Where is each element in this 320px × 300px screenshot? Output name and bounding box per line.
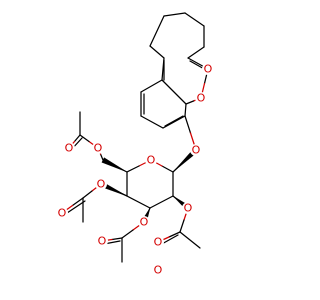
single-bond [161, 165, 174, 173]
glycosidic-oxygen: O [190, 144, 202, 157]
single-bond [161, 79, 187, 105]
single-bond [149, 15, 165, 47]
atom-label-layer: O O O O O O O O O O O O O [56, 63, 214, 277]
single-bond [187, 46, 205, 59]
pyranose-ring-oxygen: O [145, 154, 157, 167]
atom-label-o: O [192, 144, 201, 157]
c4-acetyl-carbonyl-oxygen: O [56, 207, 68, 220]
single-bond [73, 134, 81, 143]
single-bond [121, 229, 134, 239]
atom-label-o: O [154, 236, 163, 249]
single-bond [184, 12, 205, 27]
double-bond-line [164, 115, 184, 127]
c3-ester-oxygen: O [138, 216, 150, 229]
atom-label-o: O [184, 202, 193, 215]
single-bond [179, 219, 185, 233]
single-bond [179, 231, 201, 249]
c6-acetyl-carbonyl-oxygen: O [63, 142, 75, 155]
atom-label-o: O [94, 142, 103, 155]
atom-label-o: O [204, 63, 213, 76]
single-bond [111, 237, 123, 241]
atom-label-o: O [58, 207, 67, 220]
atom-label-o: O [65, 142, 74, 155]
single-bond [126, 165, 140, 173]
bond-layer [61, 12, 209, 263]
c6-ester-oxygen: O [92, 142, 104, 155]
atom-label-o: O [98, 235, 107, 248]
single-bond [126, 195, 151, 209]
c2-acetyl-extra-oxygen: O [152, 264, 164, 277]
stereo-wedge-bond [101, 157, 128, 173]
single-bond [184, 103, 187, 117]
single-bond [140, 79, 163, 93]
single-bond [149, 195, 174, 209]
c2-acetyl-carbonyl-oxygen: O [152, 236, 164, 249]
ring-oxygen-lactone: O [195, 92, 207, 105]
single-bond [71, 197, 84, 207]
atom-label-o: O [97, 178, 106, 191]
c2-ester-oxygen: O [182, 202, 194, 215]
c4-ester-oxygen: O [95, 178, 107, 191]
atom-label-o: O [197, 92, 206, 105]
atom-label-o: O [140, 216, 149, 229]
atom-label-o: O [154, 264, 163, 277]
carbonyl-oxygen-lactone: O [202, 63, 214, 76]
single-bond [168, 231, 181, 238]
atom-label-o: O [147, 154, 156, 167]
single-bond [149, 45, 165, 59]
single-bond [82, 190, 93, 199]
single-bond [163, 12, 186, 17]
single-bond [184, 115, 192, 134]
single-bond [79, 134, 90, 143]
single-bond [185, 100, 195, 105]
single-bond [140, 115, 164, 129]
c3-acetyl-carbonyl-oxygen: O [96, 235, 108, 248]
single-bond [99, 153, 104, 161]
molecule-structure: O O O O O O O O O O O O O [56, 12, 214, 277]
single-bond [162, 115, 186, 129]
